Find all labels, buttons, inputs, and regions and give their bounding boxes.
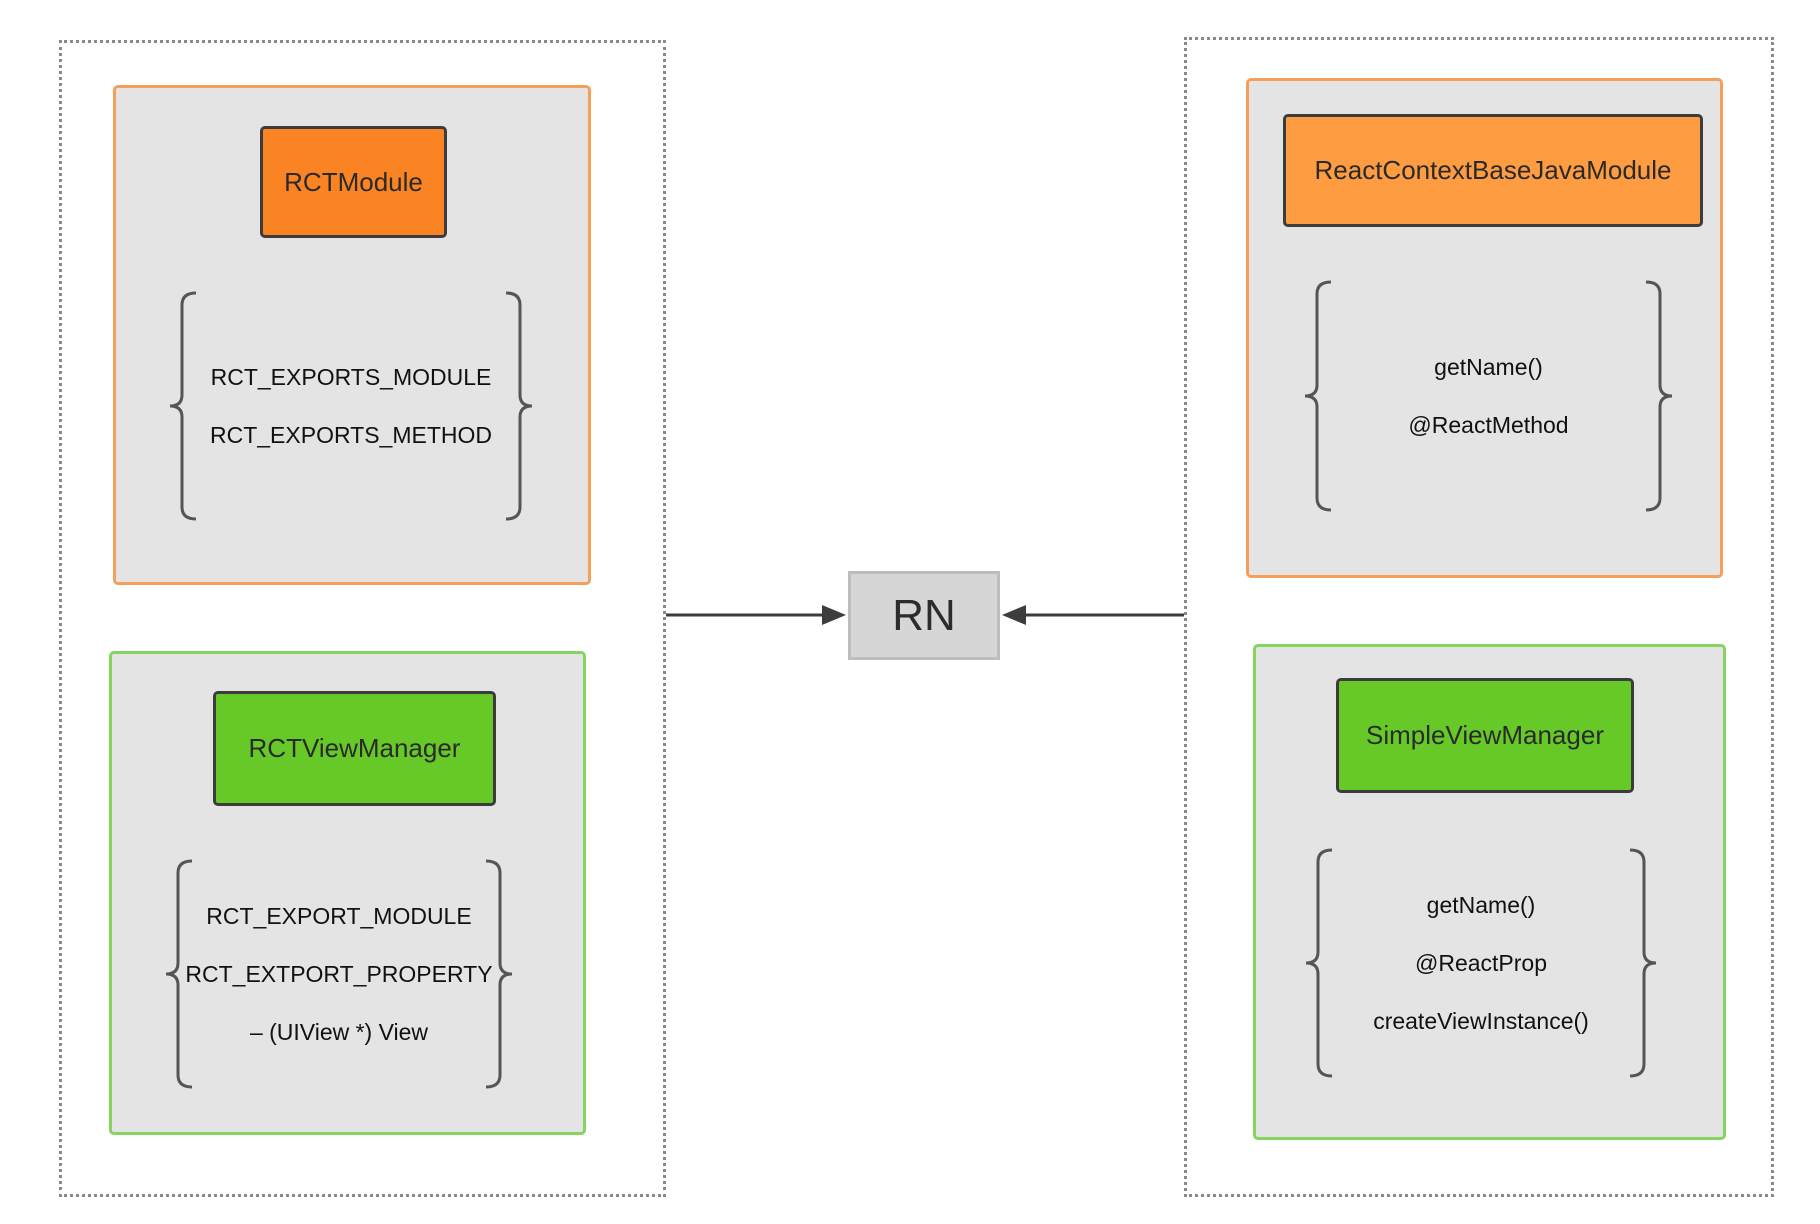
simpleviewmanager-box: SimpleViewManager (1336, 678, 1634, 793)
method-label: – (UIView *) View (249, 1019, 429, 1045)
brace-icon (1305, 848, 1657, 1078)
brace-icon (1304, 280, 1673, 512)
method-label: RCT_EXPORTS_METHOD (209, 422, 492, 448)
method-label: @ReactProp (1414, 950, 1547, 976)
rctmodule-box: RCTModule (260, 126, 447, 238)
rn-node: RN (848, 571, 1000, 660)
method-label: createViewInstance() (1373, 1008, 1589, 1034)
method-label: @ReactMethod (1408, 412, 1569, 438)
ios-view-manager-group: RCTViewManager RCT_EXPORT_MODULE RCT_EXT… (109, 651, 586, 1135)
method-label: getName() (1426, 892, 1536, 918)
method-label: getName() (1434, 354, 1543, 380)
method-label: RCT_EXPORT_MODULE (206, 903, 472, 929)
rctviewmanager-box: RCTViewManager (213, 691, 496, 806)
android-view-manager-group: SimpleViewManager getName() @ReactProp c… (1253, 644, 1726, 1140)
arrow-head-icon (1002, 605, 1026, 625)
reactcontextbasejavamodule-box: ReactContextBaseJavaModule (1283, 114, 1703, 227)
ios-module-group: RCTModule RCT_EXPORTS_MODULE RCT_EXPORTS… (113, 85, 591, 585)
android-view-manager-methods: getName() @ReactProp createViewInstance(… (1302, 848, 1660, 1078)
ios-module-methods: RCT_EXPORTS_MODULE RCT_EXPORTS_METHOD (166, 291, 536, 521)
arrow-head-icon (822, 605, 846, 625)
android-module-group: ReactContextBaseJavaModule getName() @Re… (1246, 78, 1723, 578)
method-label: RCT_EXTPORT_PROPERTY (185, 961, 493, 987)
method-label: RCT_EXPORTS_MODULE (210, 364, 492, 390)
ios-container (59, 40, 666, 1197)
android-container (1184, 37, 1774, 1197)
brace-icon (165, 859, 513, 1089)
ios-view-manager-methods: RCT_EXPORT_MODULE RCT_EXTPORT_PROPERTY –… (162, 859, 516, 1089)
brace-icon (169, 291, 533, 521)
android-module-methods: getName() @ReactMethod (1301, 280, 1676, 512)
